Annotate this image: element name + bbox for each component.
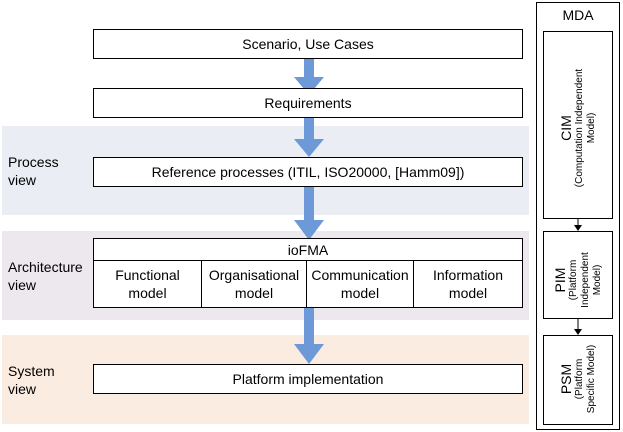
- mda-panel: MDA CIM (Computation Independent Model) …: [536, 2, 620, 430]
- cim-box: CIM (Computation Independent Model): [543, 31, 613, 219]
- down-arrow-3: [294, 186, 324, 240]
- iofma-title: ioFMA: [94, 239, 522, 261]
- process-view-label: Process view: [8, 154, 59, 188]
- cim-label: CIM (Computation Independent Model): [558, 68, 597, 188]
- iofma-box: ioFMA Functional model Organisational mo…: [93, 238, 523, 308]
- cim-to-pim-arrow: [574, 218, 582, 231]
- pim-box: PIM (Platform Independent Model): [543, 231, 613, 319]
- architecture-view-label: Architecture view: [8, 259, 83, 293]
- pim-to-psm-arrow: [574, 318, 582, 335]
- communication-model-cell: Communication model: [307, 261, 414, 307]
- down-arrow-4: [294, 306, 324, 364]
- down-arrow-2: [294, 117, 324, 157]
- down-arrow-1: [294, 59, 324, 95]
- pim-label: PIM (Platform Independent Model): [552, 252, 603, 308]
- mda-title: MDA: [562, 7, 594, 23]
- psm-box: PSM (Platform Specific Model): [543, 335, 613, 425]
- functional-model-cell: Functional model: [94, 261, 202, 307]
- scenario-use-cases-box: Scenario, Use Cases: [93, 29, 523, 59]
- requirements-box: Requirements: [93, 88, 523, 118]
- psm-label: PSM (Platform Specific Model): [558, 344, 597, 414]
- system-view-label: System view: [8, 363, 55, 397]
- organisational-model-cell: Organisational model: [202, 261, 307, 307]
- platform-implementation-box: Platform implementation: [93, 364, 523, 394]
- reference-processes-box: Reference processes (ITIL, ISO20000, [Ha…: [93, 157, 523, 187]
- information-model-cell: Information model: [432, 267, 504, 301]
